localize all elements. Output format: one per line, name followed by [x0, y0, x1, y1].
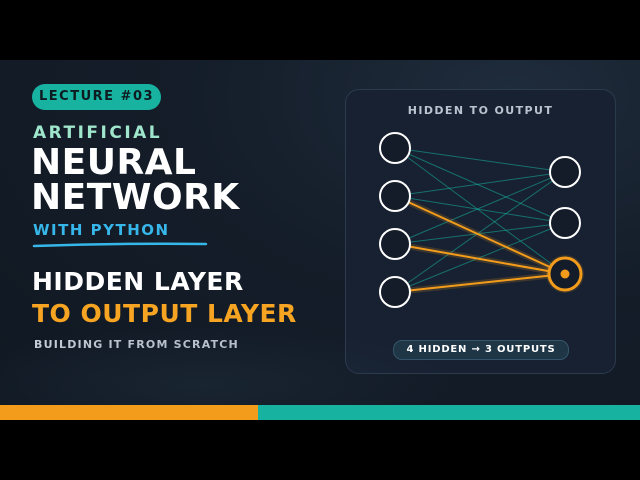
- hidden-node-icon: [379, 228, 411, 260]
- heading-line-2: TO OUTPUT LAYER: [32, 299, 297, 328]
- title-subtitle: WITH PYTHON: [33, 221, 170, 239]
- connection-line: [394, 195, 566, 224]
- thumbnail-canvas: LECTURE #03 ARTIFICIAL NEURAL NETWORK WI…: [0, 60, 640, 405]
- tagline: BUILDING IT FROM SCRATCH: [34, 338, 239, 351]
- title-line-1: NEURAL: [31, 142, 197, 183]
- lecture-badge: LECTURE #03: [32, 84, 162, 110]
- accent-bar-teal: [258, 405, 640, 420]
- hidden-node-icon: [379, 180, 411, 212]
- diagram-title: HIDDEN TO OUTPUT: [407, 104, 554, 117]
- hidden-node-icon: [379, 132, 411, 164]
- title-kicker: ARTIFICIAL: [33, 123, 163, 143]
- output-node-core: [560, 269, 570, 279]
- connection-line: [394, 147, 566, 275]
- connection-line: [394, 171, 566, 293]
- connection-line: [394, 222, 566, 293]
- network-diagram-panel: HIDDEN TO OUTPUT 4 HIDDEN → 3 OUTPUTS: [345, 89, 616, 374]
- highlighted-connection: [394, 195, 566, 275]
- output-node-icon: [549, 156, 581, 188]
- network-diagram: [379, 132, 584, 308]
- connection-line: [394, 171, 566, 197]
- hidden-node-icon: [379, 276, 411, 308]
- connection-line: [394, 171, 566, 245]
- heading-line-1: HIDDEN LAYER: [32, 267, 244, 296]
- diagram-caption: 4 HIDDEN → 3 OUTPUTS: [393, 340, 569, 360]
- subtitle-underline: [32, 242, 208, 248]
- highlighted-connection: [394, 273, 566, 293]
- title-line-2: NETWORK: [31, 177, 240, 218]
- output-node-icon: [549, 207, 581, 239]
- highlighted-connection: [394, 243, 566, 275]
- connection-line: [394, 147, 566, 224]
- connection-line: [394, 147, 566, 173]
- connection-line: [394, 222, 566, 245]
- accent-bar-orange: [0, 405, 258, 420]
